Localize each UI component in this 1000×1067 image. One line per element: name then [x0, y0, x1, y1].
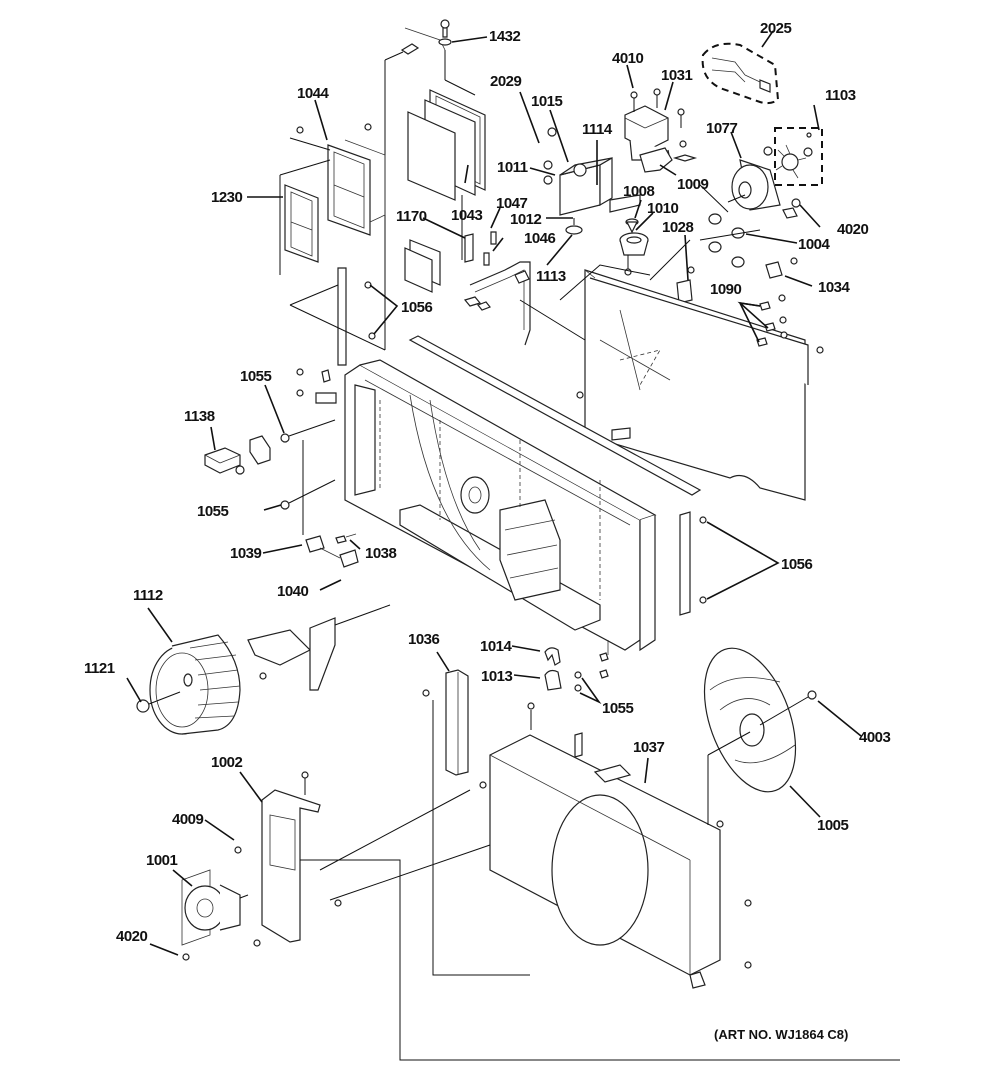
label-1055-b[interactable]: 1055 — [197, 503, 229, 520]
label-1077[interactable]: 1077 — [706, 120, 738, 137]
label-2029[interactable]: 2029 — [490, 73, 522, 90]
label-1138[interactable]: 1138 — [184, 408, 215, 425]
connector-lines — [300, 229, 900, 1061]
label-1114[interactable]: 1114 — [582, 121, 613, 138]
part-scroll-piece — [247, 604, 391, 691]
label-1056-right[interactable]: 1056 — [781, 556, 813, 573]
part-back-panel — [576, 269, 809, 501]
part-1090-clips — [756, 294, 824, 354]
label-1031[interactable]: 1031 — [661, 67, 693, 84]
part-1230-frame — [279, 159, 331, 275]
part-1112-blower-wheel — [149, 634, 241, 735]
label-1008[interactable]: 1008 — [623, 183, 655, 200]
part-1037-shroud — [479, 702, 752, 989]
label-1056-top[interactable]: 1056 — [401, 299, 433, 316]
label-1011[interactable]: 1011 — [497, 159, 528, 176]
label-1038[interactable]: 1038 — [365, 545, 397, 562]
part-1044-grille — [289, 123, 386, 236]
label-1103[interactable]: 1103 — [825, 87, 856, 104]
label-1005[interactable]: 1005 — [817, 817, 849, 834]
label-1010[interactable]: 1010 — [647, 200, 679, 217]
label-1040[interactable]: 1040 — [277, 583, 309, 600]
part-1055-screw-a — [280, 433, 290, 443]
part-1036-rail — [422, 669, 469, 795]
label-1013[interactable]: 1013 — [481, 668, 513, 685]
part-1138-drain — [204, 435, 271, 475]
label-1230[interactable]: 1230 — [211, 189, 243, 206]
label-1001[interactable]: 1001 — [146, 852, 178, 869]
label-1002[interactable]: 1002 — [211, 754, 243, 771]
label-4010[interactable]: 4010 — [612, 50, 644, 67]
label-1055-c[interactable]: 1055 — [602, 700, 634, 717]
part-tubing — [463, 261, 531, 346]
label-1034[interactable]: 1034 — [818, 279, 851, 296]
label-4020-bottom[interactable]: 4020 — [116, 928, 148, 945]
label-1043[interactable]: 1043 — [451, 207, 483, 224]
label-1170[interactable]: 1170 — [396, 208, 427, 225]
label-1015[interactable]: 1015 — [531, 93, 563, 110]
part-2025-harness — [701, 42, 780, 105]
leader-lines — [126, 30, 862, 956]
art-number: (ART NO. WJ1864 C8) — [714, 1027, 848, 1042]
part-1002-bracket — [234, 771, 342, 947]
part-1010-solenoid — [619, 218, 649, 276]
part-1043-filter — [407, 89, 486, 201]
part-1028-bracket — [676, 266, 695, 304]
label-1004[interactable]: 1004 — [798, 236, 831, 253]
part-1005-fan — [703, 647, 817, 825]
part-side-rail-left — [289, 267, 386, 366]
label-2025[interactable]: 2025 — [760, 20, 792, 37]
part-1055-screw-b — [280, 500, 290, 510]
part-main-chassis — [296, 359, 657, 652]
part-1077-motor — [727, 146, 801, 219]
label-1009[interactable]: 1009 — [677, 176, 709, 193]
part-1034-clip — [765, 257, 798, 279]
part-1121-nut — [136, 699, 150, 713]
part-1014-1013 — [544, 640, 609, 692]
label-1037[interactable]: 1037 — [633, 739, 665, 756]
label-1055-a[interactable]: 1055 — [240, 368, 272, 385]
part-side-rail-right — [679, 511, 707, 616]
label-1113[interactable]: 1113 — [536, 268, 566, 285]
part-1103-fan — [774, 127, 823, 186]
part-1004-grommets — [708, 213, 745, 268]
label-1090[interactable]: 1090 — [710, 281, 742, 298]
label-1047[interactable]: 1047 — [496, 195, 528, 212]
part-long-strip — [408, 335, 702, 496]
part-1009-bracket — [639, 147, 729, 213]
part-1011-valve — [543, 127, 641, 235]
label-1121[interactable]: 1121 — [84, 660, 115, 677]
label-1012[interactable]: 1012 — [510, 211, 542, 228]
label-1432[interactable]: 1432 — [489, 28, 521, 45]
label-1028[interactable]: 1028 — [662, 219, 694, 236]
part-1001-motor — [181, 869, 249, 961]
part-labels: 1432 2025 4010 1031 2029 1103 1044 1015 … — [84, 20, 891, 1042]
label-4020-top[interactable]: 4020 — [837, 221, 869, 238]
part-1170-pad — [404, 231, 497, 293]
label-1046[interactable]: 1046 — [524, 230, 556, 247]
label-1039[interactable]: 1039 — [230, 545, 262, 562]
label-1014[interactable]: 1014 — [480, 638, 513, 655]
part-switch-group — [305, 533, 359, 568]
label-4003[interactable]: 4003 — [859, 729, 891, 746]
label-4009[interactable]: 4009 — [172, 811, 204, 828]
label-1036[interactable]: 1036 — [408, 631, 440, 648]
label-1044[interactable]: 1044 — [297, 85, 330, 102]
label-1112[interactable]: 1112 — [133, 587, 163, 604]
